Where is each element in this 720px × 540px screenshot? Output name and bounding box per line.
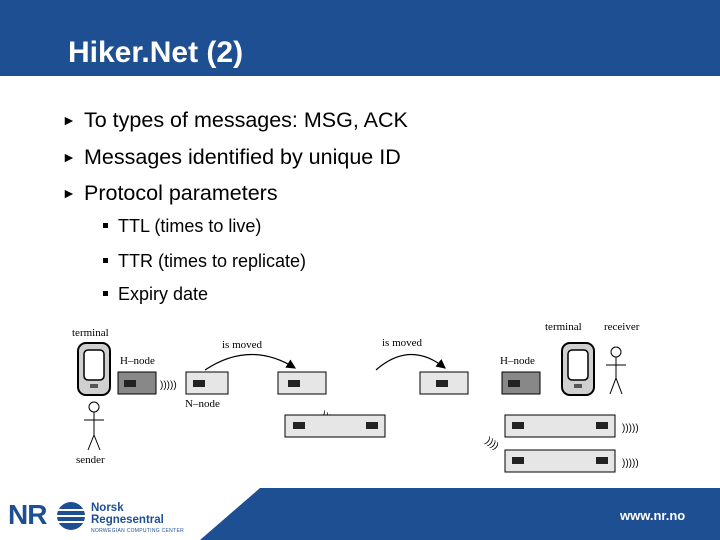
is-moved-label-2: is moved xyxy=(382,337,423,349)
triangle-bullet-icon: ► xyxy=(62,112,76,128)
sub-bullet-text: TTR (times to replicate) xyxy=(118,251,307,271)
n-node-icon xyxy=(185,371,229,395)
message-propagation-diagram: terminal sender H–node ))))) N–node is m… xyxy=(72,321,640,473)
signal-waves-icon: ))))) xyxy=(622,458,639,469)
bullet-protocol-parameters: ► Protocol parameters xyxy=(62,181,278,206)
node-moved-2-icon xyxy=(419,371,469,395)
receiver-person-icon xyxy=(606,346,626,395)
logo-name-norsk: Norsk xyxy=(91,502,124,514)
is-moved-arrow-2 xyxy=(375,353,446,371)
bullet-text: Protocol parameters xyxy=(84,181,278,205)
is-moved-arrow-1 xyxy=(204,353,297,371)
website-url[interactable]: www.nr.no xyxy=(620,508,686,523)
n-node-label: N–node xyxy=(185,398,220,410)
is-moved-label-1: is moved xyxy=(222,339,263,351)
node-moved-1-icon xyxy=(277,371,327,395)
receiver-label: receiver xyxy=(604,321,640,333)
globe-logo-icon xyxy=(57,502,85,530)
bullet-text: Messages identified by unique ID xyxy=(84,145,401,169)
title-bar xyxy=(0,0,720,76)
sender-label: sender xyxy=(76,454,105,466)
h-node-left-icon xyxy=(117,371,157,395)
sub-bullet-ttr: TTR (times to replicate) xyxy=(103,251,306,272)
h-node-left-label: H–node xyxy=(120,355,155,367)
terminal-left-label: terminal xyxy=(72,327,109,339)
h-node-right-icon xyxy=(501,371,541,395)
logo-name-regnesentral: Regnesentral xyxy=(91,514,164,526)
signal-waves-icon: ))))) xyxy=(160,380,177,391)
triangle-bullet-icon: ► xyxy=(62,149,76,165)
square-bullet-icon xyxy=(103,223,108,228)
footer-band xyxy=(200,488,720,540)
sub-bullet-ttl: TTL (times to live) xyxy=(103,216,261,237)
terminal-right-label: terminal xyxy=(545,321,582,333)
sub-bullet-text: TTL (times to live) xyxy=(118,216,262,236)
square-bullet-icon xyxy=(103,258,108,263)
signal-waves-icon: ))))) xyxy=(622,423,639,434)
h-node-right-label: H–node xyxy=(500,355,535,367)
signal-waves-icon: )))) xyxy=(483,435,500,452)
bullet-unique-id: ► Messages identified by unique ID xyxy=(62,145,401,170)
node-replica-3-icon xyxy=(504,449,616,473)
terminal-left-icon xyxy=(77,342,111,396)
logo-tagline: NORWEGIAN COMPUTING CENTER xyxy=(91,528,184,534)
bullet-text: To types of messages: MSG, ACK xyxy=(84,108,408,132)
bullet-message-types: ► To types of messages: MSG, ACK xyxy=(62,108,408,133)
node-replica-2-icon xyxy=(504,414,616,438)
nr-logo: NR xyxy=(8,499,47,530)
sub-bullet-text: Expiry date xyxy=(118,284,209,304)
terminal-right-icon xyxy=(561,342,595,396)
slide-title: Hiker.Net (2) xyxy=(68,36,244,69)
square-bullet-icon xyxy=(103,291,108,296)
sender-person-icon xyxy=(84,401,104,451)
triangle-bullet-icon: ► xyxy=(62,185,76,201)
sub-bullet-expiry: Expiry date xyxy=(103,284,208,305)
node-replica-1-icon xyxy=(284,414,386,438)
